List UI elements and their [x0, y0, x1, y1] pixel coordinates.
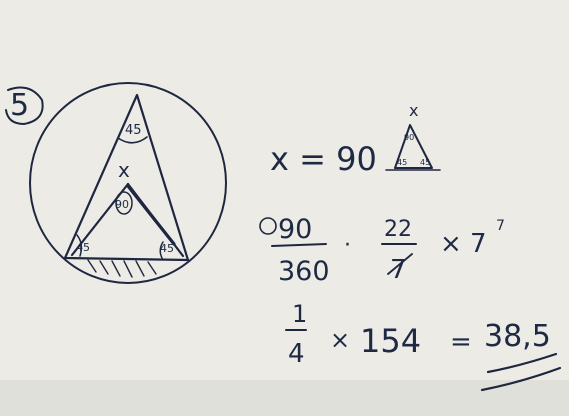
final-answer: 38,5: [484, 319, 551, 354]
work-line-2-circle-mark: [259, 217, 277, 235]
radius-thick: [126, 184, 176, 246]
problem-number: 5: [10, 88, 29, 123]
center-angle-mark: [115, 191, 133, 215]
left-base-angle-arc: [76, 234, 83, 257]
work-line-3-equals: =: [450, 327, 472, 357]
work-line-2-numerator: 90: [278, 214, 312, 245]
work-line-3-value: 154: [360, 322, 421, 360]
answer-underline-1: [486, 352, 558, 374]
answer-underline-2: [480, 366, 562, 392]
segment-hatching: [87, 259, 157, 278]
mini-triangle: [394, 124, 433, 169]
inscribed-triangle: [63, 93, 190, 262]
mini-triangle-x-label: x: [409, 101, 418, 120]
mini-triangle-right-angle: 45: [420, 158, 430, 167]
apex-angle-label: 45: [125, 123, 142, 138]
work-line-1: x = 90: [270, 140, 377, 178]
center-angle-value: 90: [115, 198, 129, 211]
work-line-2-dot: ·: [344, 233, 351, 258]
problem-number-circle: [5, 86, 44, 125]
work-line-2-times-seven: × 7: [440, 229, 487, 259]
work-line-3-numerator: 1: [292, 300, 307, 328]
mini-triangle-left-angle: 45: [397, 158, 407, 167]
apex-angle-arc: [117, 136, 148, 144]
work-line-2-pi-numerator: 22: [384, 217, 412, 242]
center-label: x: [118, 158, 130, 182]
paper-shadow-band: [0, 380, 569, 416]
work-line-2-denominator: 360: [278, 256, 330, 287]
mini-triangle-top-angle: 90: [404, 133, 414, 142]
work-line-2-fraction-bar: [271, 243, 327, 247]
right-base-angle-label: 45: [160, 242, 174, 255]
work-line-2-exponent: 7: [496, 218, 505, 234]
circle: [29, 82, 227, 284]
right-base-angle-arc: [159, 241, 164, 259]
left-base-angle-label: 45: [76, 241, 90, 254]
work-line-2-strike: [387, 253, 413, 275]
work-line-3-denominator: 4: [288, 339, 305, 369]
work-line-3-times: ×: [330, 326, 350, 354]
